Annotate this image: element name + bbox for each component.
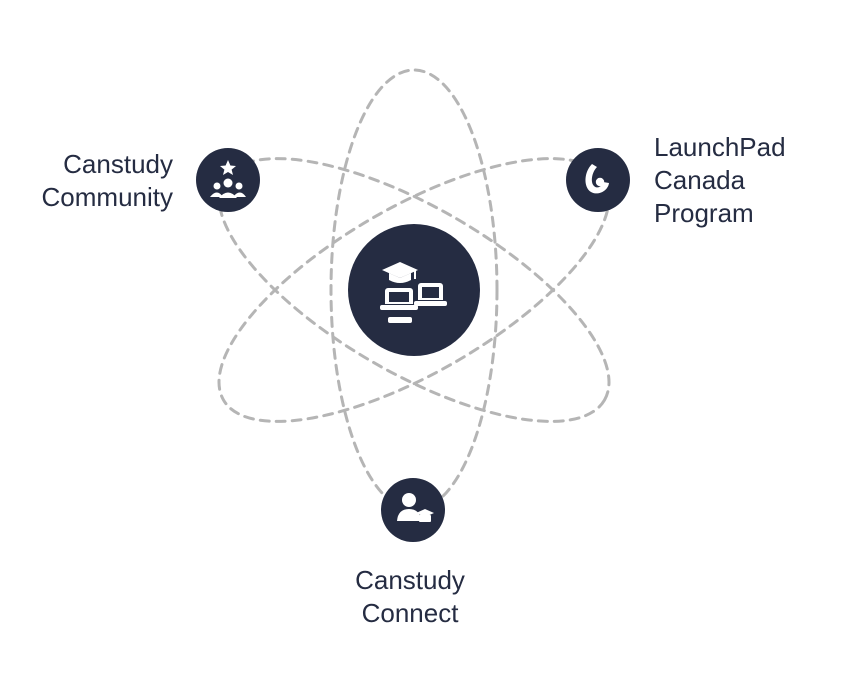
- label-launchpad: LaunchPad Canada Program: [654, 131, 786, 230]
- graduation-laptops-icon: [380, 262, 447, 323]
- label-launchpad-line-3: Program: [654, 198, 754, 228]
- community-node[interactable]: [196, 148, 260, 212]
- connect-node[interactable]: [381, 478, 445, 542]
- label-connect: Canstudy Connect: [355, 564, 465, 630]
- community-group-star-icon: [210, 160, 246, 198]
- label-connect-line-2: Connect: [361, 598, 459, 628]
- label-launchpad-line-1: LaunchPad: [654, 132, 786, 162]
- launchpad-node[interactable]: [566, 148, 630, 212]
- center-node[interactable]: [348, 224, 480, 356]
- label-community-line-2: Community: [41, 182, 173, 212]
- label-community: Canstudy Community: [42, 148, 173, 214]
- student-connect-icon: [397, 493, 434, 522]
- launchpad-icon: [585, 164, 609, 194]
- label-launchpad-line-2: Canada: [654, 165, 746, 195]
- label-community-line-1: Canstudy: [63, 149, 173, 179]
- label-connect-line-1: Canstudy: [355, 565, 465, 595]
